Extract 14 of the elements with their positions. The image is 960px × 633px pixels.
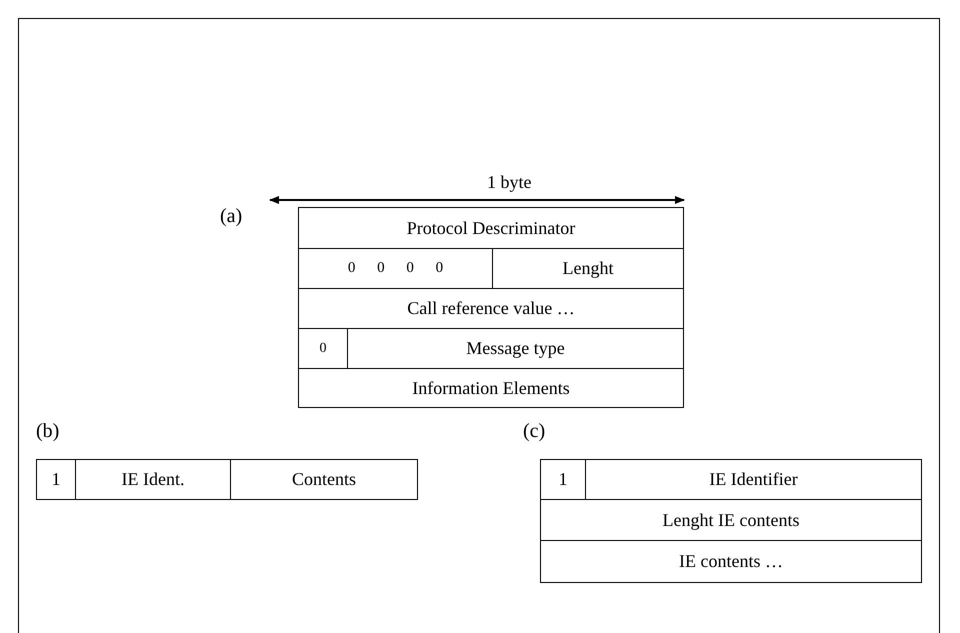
table-cell: 1 bbox=[36, 459, 76, 500]
table-cell: IE Ident. bbox=[75, 459, 231, 500]
table-cell: Information Elements bbox=[298, 368, 684, 408]
panel-label: (b) bbox=[36, 420, 60, 443]
dimension-label: 1 byte bbox=[487, 172, 532, 193]
table-cell: IE Identifier bbox=[585, 459, 922, 500]
table-cell: Contents bbox=[230, 459, 418, 500]
table-cell: Call reference value … bbox=[298, 288, 684, 329]
table-cell: 1 bbox=[540, 459, 586, 500]
table-cell: Protocol Descriminator bbox=[298, 207, 684, 249]
table-cell: Lenght IE contents bbox=[540, 499, 922, 541]
panel-label: (c) bbox=[523, 420, 546, 443]
panel-label: (a) bbox=[220, 205, 242, 228]
table-cell: IE contents … bbox=[540, 540, 922, 583]
